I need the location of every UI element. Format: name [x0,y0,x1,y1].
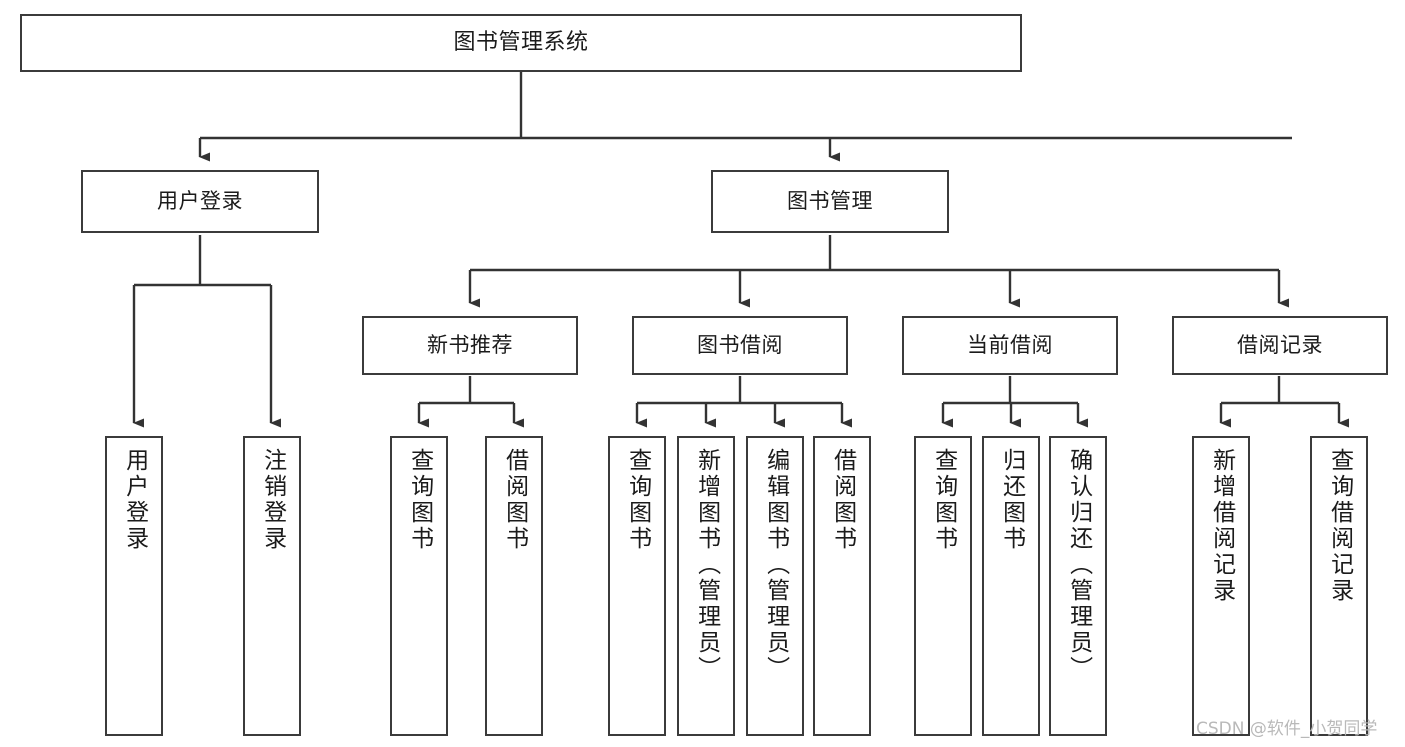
node-leaf-confirm-return[interactable]: 确认归还（管理员） [1049,436,1107,736]
node-leaf-logout-label: 注销登录 [259,448,286,552]
node-leaf-user-login-label: 用户登录 [121,448,148,552]
node-leaf-add-record-label: 新增借阅记录 [1208,448,1235,604]
node-leaf-user-login[interactable]: 用户登录 [105,436,163,736]
node-leaf-return-book-label: 归还图书 [998,448,1025,552]
node-leaf-borrow-book-1[interactable]: 借阅图书 [485,436,543,736]
node-leaf-query-book-3-label: 查询图书 [930,448,957,552]
node-book-borrow[interactable]: 图书借阅 [632,316,848,375]
node-leaf-query-book-1-label: 查询图书 [406,448,433,552]
node-leaf-query-record[interactable]: 查询借阅记录 [1310,436,1368,736]
node-leaf-borrow-book-2-label: 借阅图书 [829,448,856,552]
node-current-borrow[interactable]: 当前借阅 [902,316,1118,375]
node-user-login[interactable]: 用户登录 [81,170,319,233]
node-new-book-recommend-label: 新书推荐 [427,333,513,358]
node-leaf-query-book-2-label: 查询图书 [624,448,651,552]
node-leaf-add-record[interactable]: 新增借阅记录 [1192,436,1250,736]
node-borrow-record-label: 借阅记录 [1237,333,1323,358]
node-leaf-query-book-1[interactable]: 查询图书 [390,436,448,736]
node-root[interactable]: 图书管理系统 [20,14,1022,72]
node-leaf-borrow-book-2[interactable]: 借阅图书 [813,436,871,736]
node-new-book-recommend[interactable]: 新书推荐 [362,316,578,375]
node-borrow-record[interactable]: 借阅记录 [1172,316,1388,375]
node-leaf-edit-book-label: 编辑图书（管理员） [762,448,789,682]
node-leaf-add-book[interactable]: 新增图书（管理员） [677,436,735,736]
node-leaf-return-book[interactable]: 归还图书 [982,436,1040,736]
node-current-borrow-label: 当前借阅 [967,333,1053,358]
node-user-login-label: 用户登录 [157,189,243,214]
node-leaf-logout[interactable]: 注销登录 [243,436,301,736]
node-book-borrow-label: 图书借阅 [697,333,783,358]
node-leaf-query-book-2[interactable]: 查询图书 [608,436,666,736]
node-leaf-add-book-label: 新增图书（管理员） [693,448,720,682]
node-leaf-query-book-3[interactable]: 查询图书 [914,436,972,736]
node-root-label: 图书管理系统 [453,30,589,56]
watermark: CSDN @软件_小贺同学 [1196,719,1378,739]
node-leaf-confirm-return-label: 确认归还（管理员） [1065,448,1092,682]
node-book-management[interactable]: 图书管理 [711,170,949,233]
node-leaf-borrow-book-1-label: 借阅图书 [501,448,528,552]
node-leaf-edit-book[interactable]: 编辑图书（管理员） [746,436,804,736]
node-leaf-query-record-label: 查询借阅记录 [1326,448,1353,604]
node-book-management-label: 图书管理 [787,189,873,214]
